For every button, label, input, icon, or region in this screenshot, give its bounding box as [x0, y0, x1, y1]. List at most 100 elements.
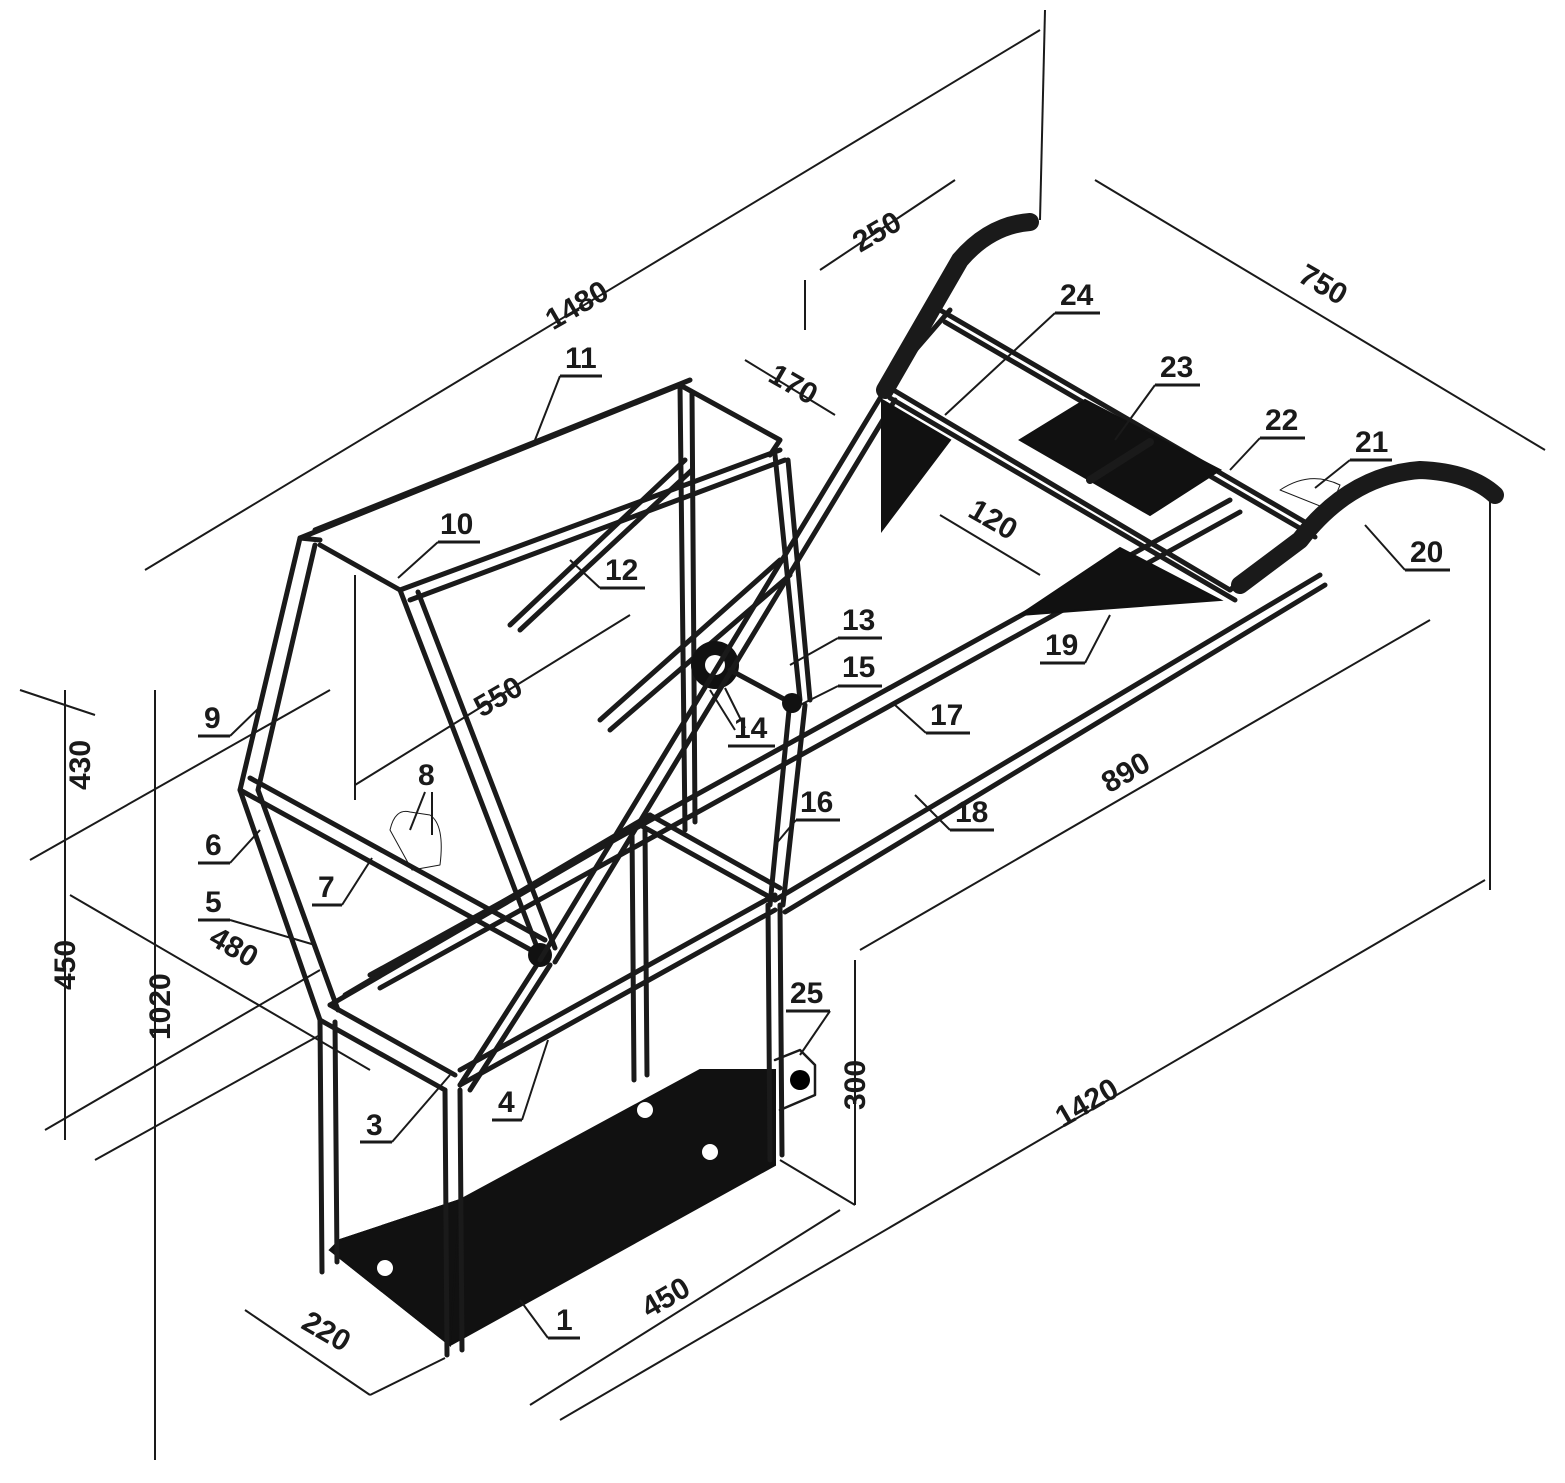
dim-1020: 1020 [144, 973, 177, 1040]
callout-1: 1 [556, 1304, 573, 1337]
dim-550: 550 [469, 670, 529, 724]
handle-rear [876, 213, 1039, 399]
callout-17: 17 [930, 699, 963, 732]
callout-9: 9 [204, 702, 221, 735]
bolt-hole [377, 1260, 393, 1276]
callout-8: 8 [418, 759, 435, 792]
front-lower-link [457, 957, 543, 1088]
crossbar-7-b [247, 775, 548, 943]
bracket-25-hole [790, 1070, 810, 1090]
dim-430: 430 [64, 740, 97, 790]
top-frame-front [317, 447, 783, 593]
nut-15 [782, 693, 802, 713]
dim-450-horizontal: 450 [636, 1271, 696, 1325]
bracket-8 [389, 810, 442, 871]
dim-ext-430-top [19, 689, 96, 716]
callout-24: 24 [1060, 279, 1094, 312]
hex-frame-left-inner [255, 542, 341, 1013]
rear-post-b [689, 389, 698, 825]
leg-front-left [317, 1017, 325, 1275]
top-frame-back [297, 382, 783, 541]
leg-rear-right-inner [777, 902, 785, 1158]
callout-15: 15 [842, 651, 875, 684]
rear-post [677, 382, 688, 833]
dim-ext-1480 [1039, 9, 1046, 221]
bar-24 [882, 382, 1233, 593]
callout-3: 3 [366, 1109, 383, 1142]
dim-120: 120 [963, 493, 1023, 547]
callout-5: 5 [205, 886, 222, 919]
callout-11: 11 [565, 342, 597, 375]
dim-line-170 [744, 359, 836, 416]
dim-ext-450-bot [44, 969, 321, 1131]
bracket-25 [773, 1048, 817, 1112]
leg-front-right-inner [457, 1087, 465, 1353]
dim-line-480 [69, 894, 371, 1071]
rail-18 [772, 572, 1323, 903]
leg-rear-right [765, 902, 773, 1163]
leg-front-left-inner [332, 1019, 340, 1265]
callout-16: 16 [800, 786, 833, 819]
hex-frame-left [237, 535, 323, 1023]
base-plate-top [328, 1198, 462, 1347]
lower-front-bar-2 [327, 1002, 458, 1078]
dim-line-1420 [559, 879, 1486, 1421]
callout-21: 21 [1355, 426, 1388, 459]
dim-450-vertical: 450 [49, 940, 82, 990]
lower-side-bar [457, 907, 778, 1088]
callout-6: 6 [205, 829, 222, 862]
bar-24-b [887, 395, 1238, 603]
dim-line-450h [529, 1209, 841, 1406]
dim-170: 170 [763, 358, 823, 412]
bolt-hole [637, 1102, 653, 1118]
callout-18: 18 [955, 796, 988, 829]
callout-4: 4 [498, 1086, 515, 1119]
handle-20 [1231, 461, 1504, 594]
part-callouts: 1 3 4 5 6 7 8 9 10 11 [198, 279, 1450, 1340]
dim-480: 480 [204, 921, 264, 975]
plate-23-slot [1086, 438, 1154, 484]
dim-line-120 [939, 514, 1041, 576]
callout-10: 10 [440, 508, 473, 541]
top-frame-back-b [312, 377, 693, 533]
front-post-lower [767, 697, 793, 908]
front-post-upper-b [785, 457, 813, 703]
callout-23: 23 [1160, 351, 1193, 384]
leg-front-right [442, 1087, 450, 1358]
callout-22: 22 [1265, 404, 1298, 437]
dim-ext-220 [369, 1357, 446, 1396]
rail-diagonal [537, 387, 888, 963]
dim-ext-430-mid [29, 689, 331, 861]
dim-1480: 1480 [540, 275, 614, 337]
bolt-hole [702, 1144, 718, 1160]
callout-25: 25 [790, 977, 823, 1010]
dim-line-1480 [144, 29, 1041, 571]
callout-19: 19 [1045, 629, 1078, 662]
crossbar-7 [237, 787, 543, 958]
frame-structure [237, 213, 1504, 1358]
dim-line-220 [244, 1309, 371, 1396]
dim-line-550 [354, 614, 631, 786]
bracket-21 [1279, 478, 1341, 511]
callout-7: 7 [318, 871, 335, 904]
dim-ext-300 [779, 1159, 856, 1206]
front-diagonal-b [415, 589, 558, 951]
lower-rear-bar [637, 822, 778, 903]
dim-1420: 1420 [1050, 1072, 1124, 1134]
top-frame-front-b [407, 457, 788, 603]
dim-line-250 [819, 179, 956, 271]
rail-diagonal-b [552, 397, 898, 965]
front-lower-link-b [467, 962, 553, 1093]
bracket-21-hole [1310, 490, 1320, 500]
callout-20: 20 [1410, 536, 1443, 569]
rail-18-b [782, 582, 1328, 915]
dim-ext-1020 [94, 1034, 321, 1161]
dim-890: 890 [1096, 746, 1156, 800]
dimension-lines [19, 9, 1546, 1460]
callout-13: 13 [842, 604, 875, 637]
dim-250: 250 [847, 205, 907, 259]
callout-12: 12 [605, 554, 638, 587]
leg-rear-left-inner [642, 827, 650, 1078]
strut-12b [597, 557, 783, 723]
